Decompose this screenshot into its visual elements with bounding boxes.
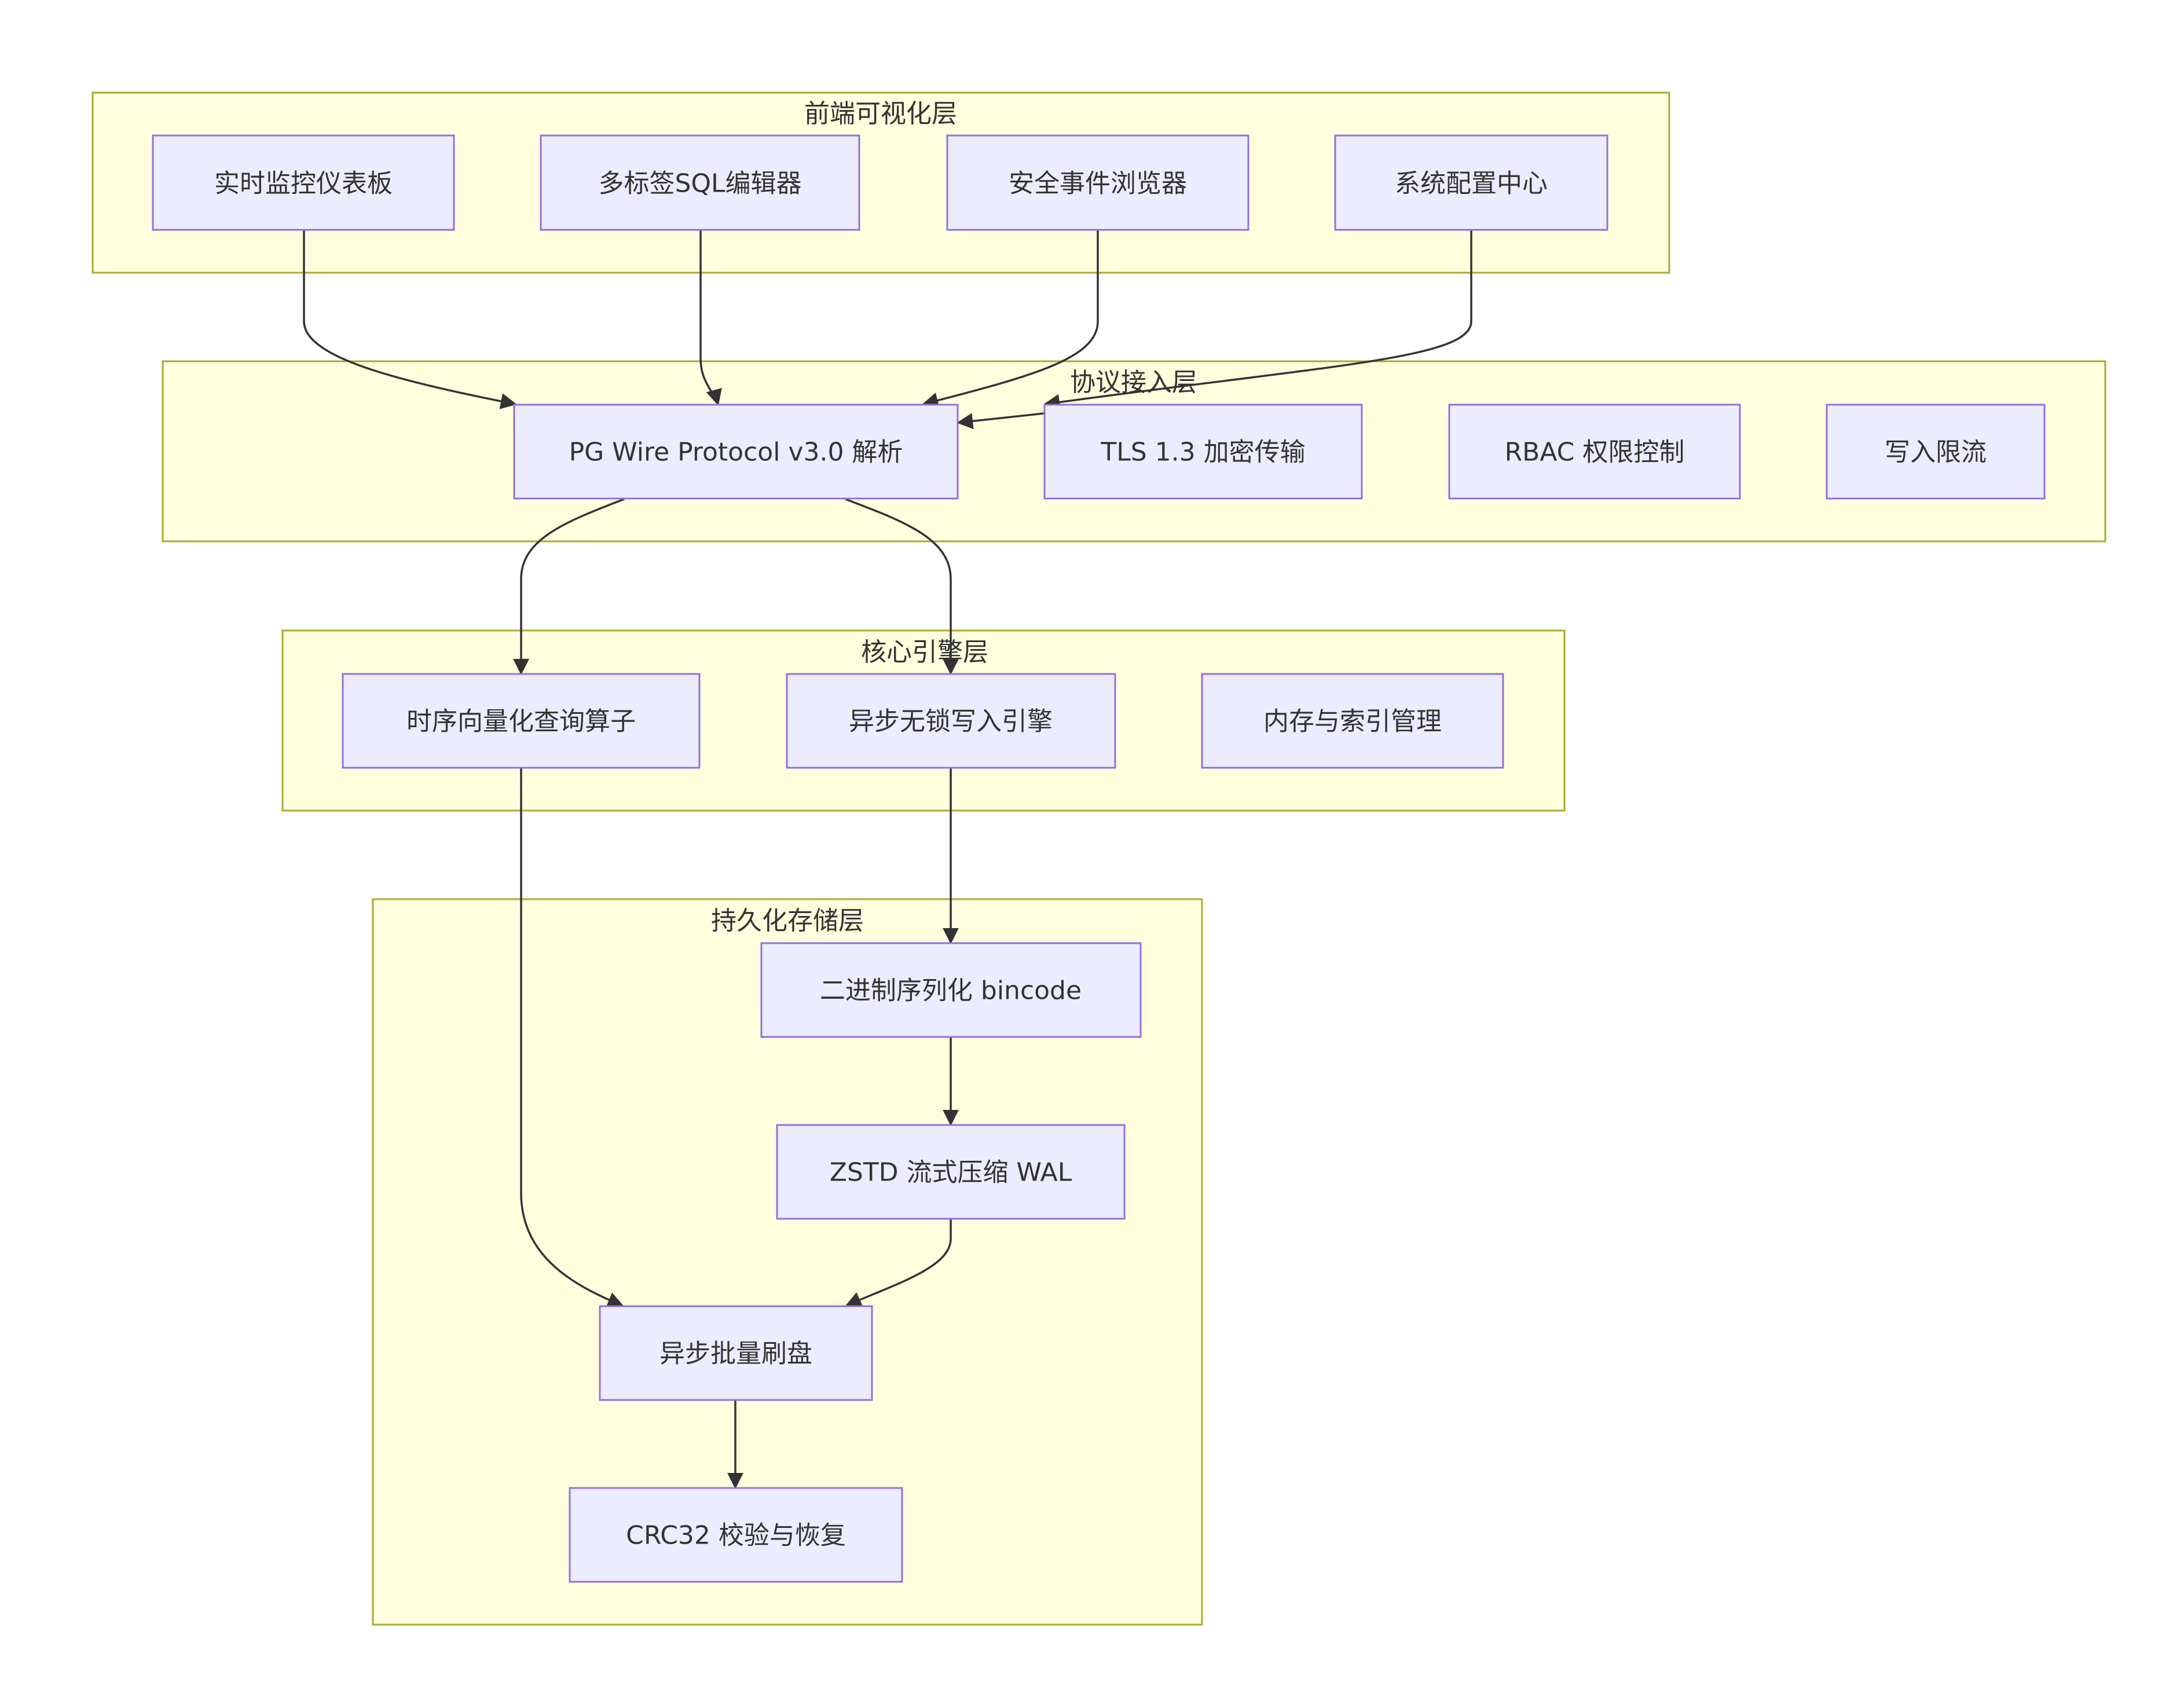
node-rate-limit-label: 写入限流: [1885, 438, 1987, 467]
node-memory-index[interactable]: 内存与索引管理: [1201, 673, 1504, 769]
frontend-layer-title: 前端可视化层: [804, 99, 957, 129]
node-config-center-label: 系统配置中心: [1395, 169, 1548, 199]
node-security-browser[interactable]: 安全事件浏览器: [946, 134, 1249, 231]
node-rate-limit[interactable]: 写入限流: [1826, 404, 2046, 500]
node-tls-label: TLS 1.3 加密传输: [1100, 438, 1305, 467]
edges: [303, 230, 1472, 1489]
node-pg-wire[interactable]: PG Wire Protocol v3.0 解析: [513, 404, 959, 500]
node-rbac[interactable]: RBAC 权限控制: [1448, 404, 1741, 500]
node-config-center[interactable]: 系统配置中心: [1334, 134, 1608, 231]
node-sql-editor[interactable]: 多标签SQL编辑器: [540, 134, 860, 231]
node-dashboard-label: 实时监控仪表板: [214, 169, 393, 199]
node-security-browser-label: 安全事件浏览器: [1009, 169, 1187, 199]
node-crc32-label: CRC32 校验与恢复: [626, 1521, 846, 1551]
node-crc32[interactable]: CRC32 校验与恢复: [569, 1487, 903, 1583]
edge-dashboard-to-pg-wire: [303, 230, 517, 409]
node-bincode-label: 二进制序列化 bincode: [820, 976, 1082, 1006]
node-rbac-label: RBAC 权限控制: [1505, 438, 1685, 467]
node-vector-query-label: 时序向量化查询算子: [406, 707, 636, 736]
node-dashboard[interactable]: 实时监控仪表板: [152, 134, 455, 231]
edge-pg-wire-to-vector-query: [513, 498, 625, 675]
edge-config-center-to-pg-wire: [1043, 230, 1472, 410]
edge-sql-editor-to-pg-wire: [699, 230, 722, 406]
edge-zstd-wal-to-batch-flush: [845, 1219, 952, 1307]
node-zstd-wal-label: ZSTD 流式压缩 WAL: [830, 1158, 1072, 1187]
edge-security-browser-to-pg-wire: [922, 230, 1099, 409]
core-layer-title: 核心引擎层: [861, 637, 988, 667]
node-batch-flush[interactable]: 异步批量刷盘: [599, 1305, 873, 1401]
node-bincode[interactable]: 二进制序列化 bincode: [760, 942, 1142, 1038]
storage-layer-title: 持久化存储层: [711, 906, 864, 936]
node-tls[interactable]: TLS 1.3 加密传输: [1043, 404, 1363, 500]
node-pg-wire-label: PG Wire Protocol v3.0 解析: [569, 438, 903, 467]
node-async-write[interactable]: 异步无锁写入引擎: [786, 673, 1116, 769]
edge-pg-wire-to-async-write: [845, 498, 959, 675]
edge-vector-query-to-batch-flush: [520, 768, 624, 1308]
node-sql-editor-label: 多标签SQL编辑器: [598, 169, 801, 199]
node-async-write-label: 异步无锁写入引擎: [849, 707, 1053, 736]
node-zstd-wal[interactable]: ZSTD 流式压缩 WAL: [776, 1124, 1126, 1220]
node-vector-query[interactable]: 时序向量化查询算子: [342, 673, 701, 769]
node-batch-flush-label: 异步批量刷盘: [659, 1339, 812, 1369]
node-memory-index-label: 内存与索引管理: [1263, 707, 1442, 736]
edge-tls-to-pg-wire: [957, 412, 1045, 430]
